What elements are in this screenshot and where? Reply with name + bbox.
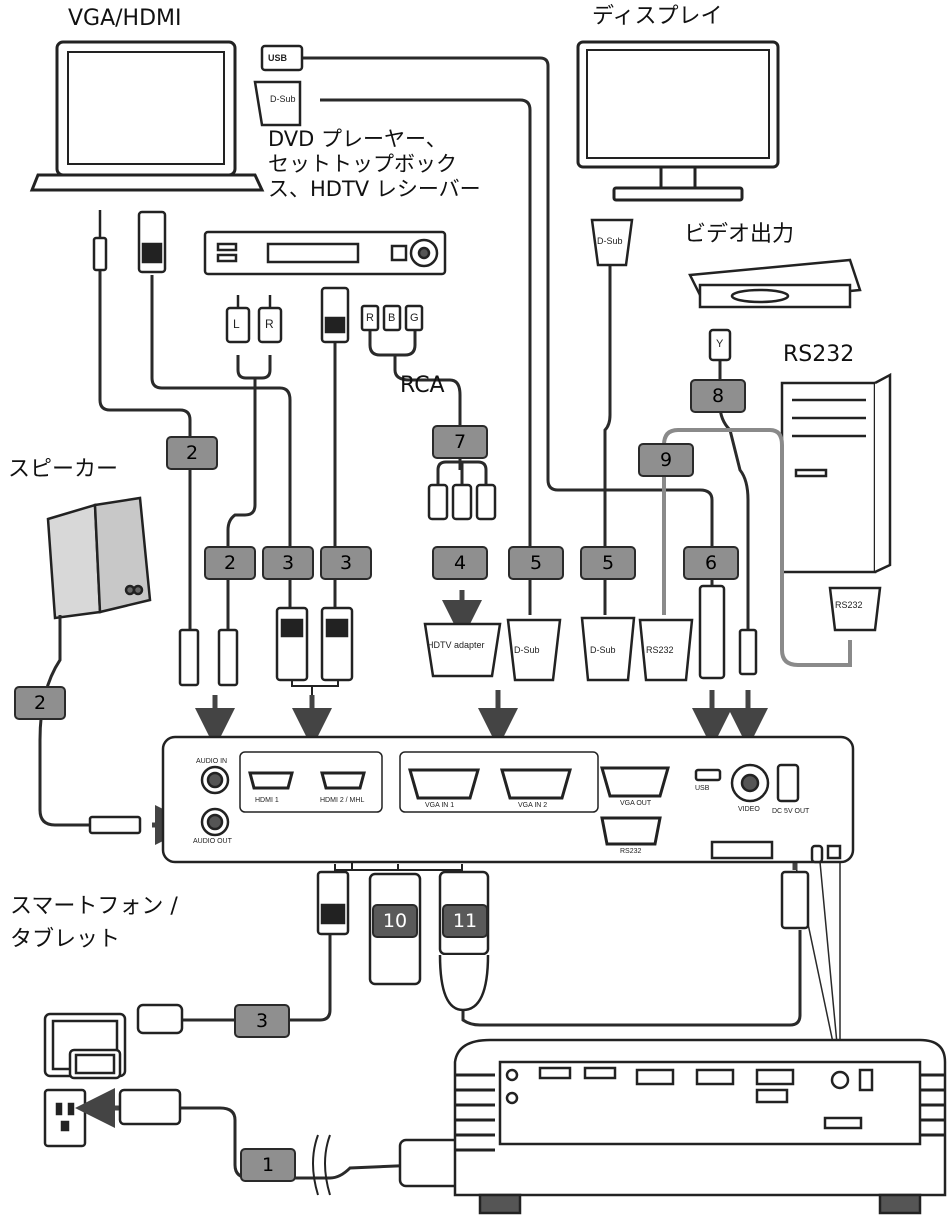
- cables: [38, 56, 852, 1180]
- callout-4: 4: [432, 546, 488, 580]
- rca-g-label: G: [410, 312, 419, 324]
- projector-icon: [453, 1038, 947, 1215]
- pc-tower-icon: [780, 372, 892, 574]
- callout-3c: 3: [234, 1004, 290, 1038]
- tablet-icon: [43, 1012, 127, 1080]
- hdmi2-port-label: HDMI 2 / MHL: [320, 797, 365, 804]
- callout-3a: 3: [262, 546, 314, 580]
- video-out-label: ビデオ出力: [684, 222, 795, 247]
- rca-b-label: B: [388, 312, 396, 324]
- callout-10: 10: [372, 904, 418, 938]
- callout-7: 7: [432, 425, 488, 459]
- smartphone-label: スマートフォン / タブレット: [10, 894, 178, 952]
- dvd-player-icon: [203, 230, 447, 276]
- video-y-label: Y: [716, 338, 724, 350]
- vga-in2-port-label: VGA IN 2: [518, 802, 548, 809]
- audio-in-port-label: AUDIO IN: [196, 758, 228, 765]
- hdtv-adapter-label: HDTV adapter: [427, 640, 485, 650]
- callout-2a: 2: [166, 436, 218, 470]
- speaker-label: スピーカー: [8, 457, 119, 482]
- audio-out-port-label: AUDIO OUT: [193, 838, 232, 845]
- display-label: ディスプレイ: [592, 4, 723, 29]
- usb-conn-label: USB: [268, 53, 288, 63]
- dsub-conn-a-label: D-Sub: [514, 645, 540, 655]
- video-port-label: VIDEO: [738, 806, 760, 813]
- dvd-label: DVD プレーヤー、 セットトップボック ス、HDTV レシーバー: [268, 127, 481, 201]
- plugs: [88, 44, 882, 1188]
- video-source-icon: [688, 258, 862, 309]
- callout-1: 1: [240, 1148, 296, 1182]
- callout-9: 9: [638, 443, 694, 477]
- rs232-tower-conn-label: RS232: [835, 600, 863, 610]
- vga-out-port-label: VGA OUT: [620, 800, 652, 807]
- callout-5a: 5: [508, 546, 564, 580]
- rs232-port-label: RS232: [620, 848, 642, 855]
- vga-hdmi-label: VGA/HDMI: [68, 6, 182, 31]
- audio-r-label: R: [265, 317, 274, 331]
- speaker-icon: [46, 496, 152, 620]
- audio-l-label: L: [233, 317, 240, 331]
- rs232-conn-label: RS232: [646, 645, 674, 655]
- callout-8: 8: [690, 379, 746, 413]
- connector-panel: [161, 735, 855, 864]
- rs232-label: RS232: [783, 342, 855, 367]
- usb-port-label: USB: [695, 785, 710, 792]
- laptop-icon: [29, 40, 265, 192]
- callout-11: 11: [442, 904, 488, 938]
- callout-6: 6: [683, 546, 739, 580]
- rca-r-label: R: [366, 312, 374, 324]
- dc-out-port-label: DC 5V OUT: [772, 808, 810, 815]
- vga-in1-port-label: VGA IN 1: [425, 802, 455, 809]
- dsub-monitor-conn-label: D-Sub: [597, 236, 623, 246]
- monitor-icon: [576, 40, 780, 202]
- rca-label: RCA: [400, 373, 445, 398]
- hdmi1-port-label: HDMI 1: [255, 797, 279, 804]
- dsub-conn-b-label: D-Sub: [590, 645, 616, 655]
- callout-3b: 3: [320, 546, 372, 580]
- callout-5b: 5: [580, 546, 636, 580]
- wall-outlet-icon: [43, 1088, 87, 1148]
- callout-2c: 2: [14, 686, 66, 720]
- callout-2b: 2: [204, 546, 256, 580]
- dsub-conn-label: D-Sub: [270, 94, 296, 104]
